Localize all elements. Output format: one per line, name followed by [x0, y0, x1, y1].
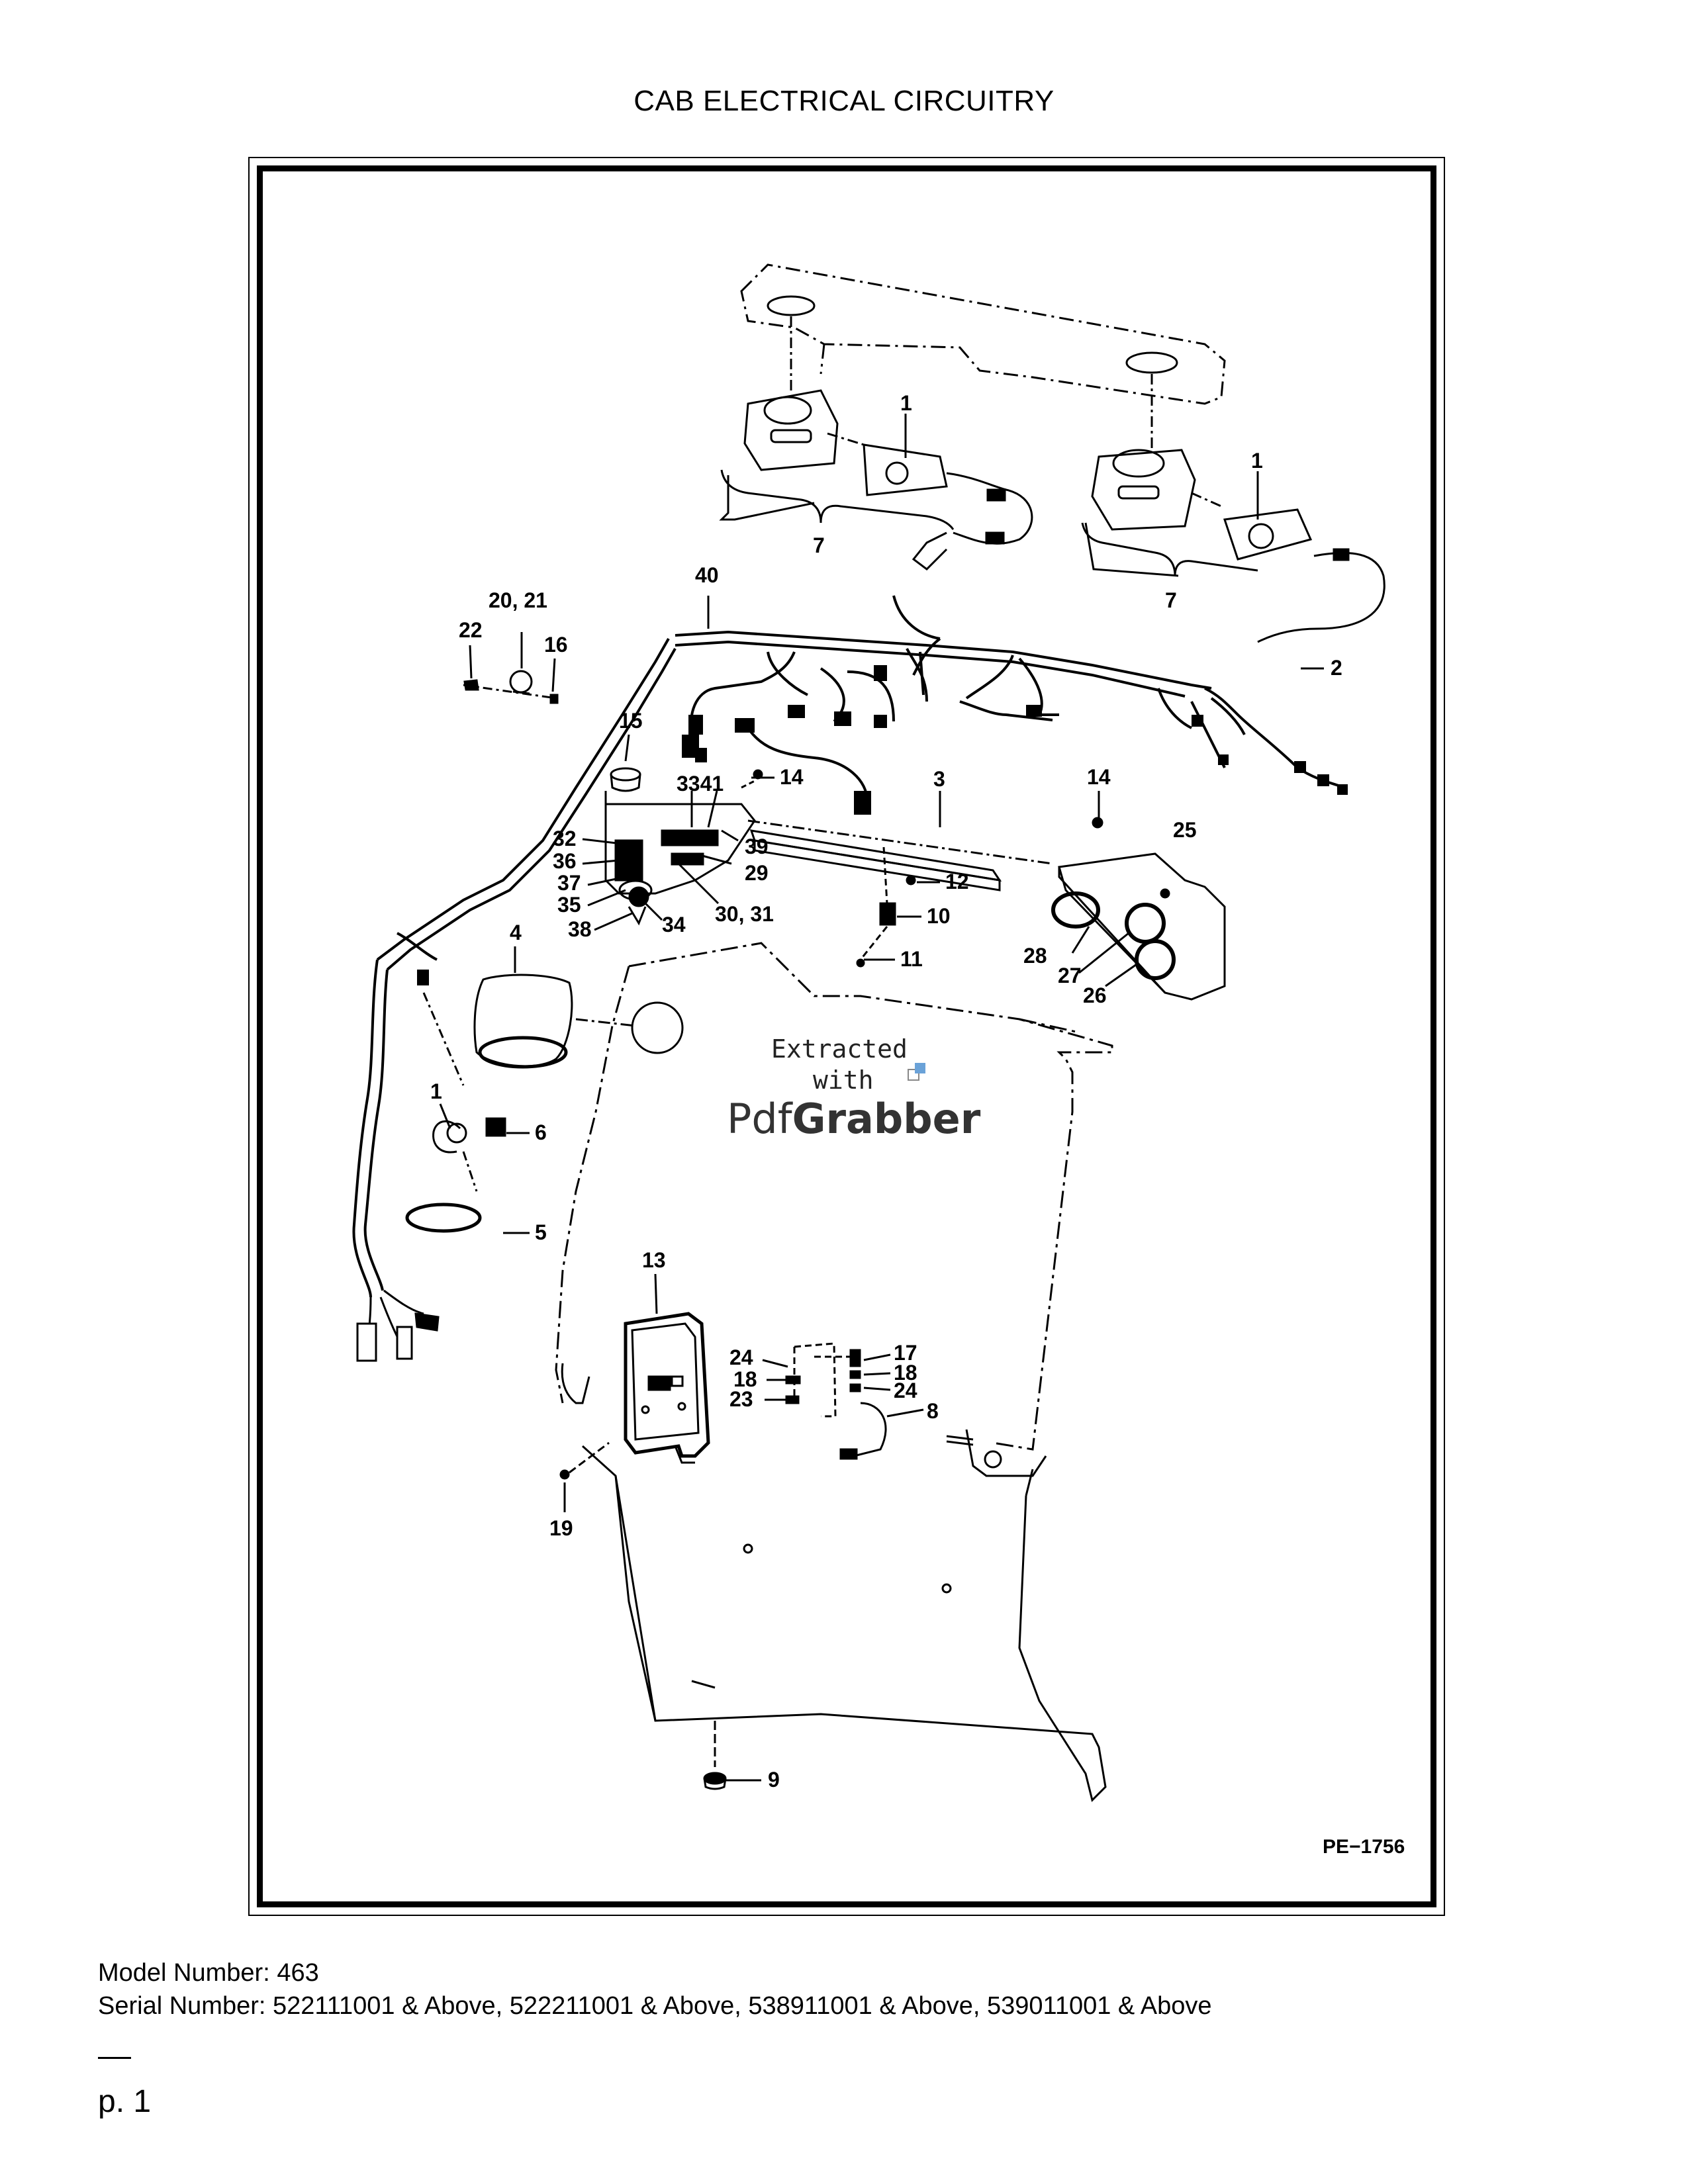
- model-number: Model Number: 463: [98, 1959, 319, 1987]
- watermark-logo-icon: [908, 1069, 919, 1081]
- watermark-brand-a: Pdf: [727, 1095, 794, 1143]
- callout-3: 3: [933, 767, 945, 791]
- callout-2: 2: [1331, 656, 1342, 680]
- clip-fastener-assembly: [463, 670, 559, 704]
- callout-15: 15: [619, 709, 643, 733]
- callout-12: 12: [945, 870, 969, 893]
- callout-24: 24: [729, 1345, 753, 1369]
- cab-lower-panel: [561, 1363, 1107, 1802]
- dome-light-assembly-left: [720, 389, 1033, 570]
- cab-rear-panel: [555, 942, 1113, 1451]
- ground-hardware: [785, 1342, 887, 1460]
- callout-18: 18: [733, 1367, 757, 1391]
- main-wiring-harness: [352, 595, 1344, 1298]
- callout-1: 1: [1251, 449, 1263, 473]
- callout-27: 27: [1058, 964, 1082, 987]
- hardware-10-11-12: [741, 769, 1103, 968]
- harness-end-connectors-lower: [356, 1289, 440, 1362]
- callout-10: 10: [927, 904, 951, 928]
- callout-26: 26: [1083, 983, 1107, 1007]
- callout-25: 25: [1173, 818, 1197, 842]
- callout-14: 14: [1087, 765, 1111, 789]
- page-number: p. 1: [98, 2084, 152, 2119]
- callout-22: 22: [459, 618, 483, 642]
- watermark-logo-icon: [915, 1063, 925, 1073]
- diagram-frame: [257, 165, 1436, 1907]
- callout-11: 11: [900, 947, 923, 971]
- controller-module-13: [559, 1273, 710, 1480]
- callout-1: 1: [900, 391, 912, 415]
- callout-35: 35: [557, 893, 581, 917]
- lamp-assembly-left: [405, 992, 506, 1233]
- page-title: CAB ELECTRICAL CIRCUITRY: [633, 85, 1055, 117]
- callout-4: 4: [510, 921, 522, 944]
- diagram-frame-outer: [248, 157, 1445, 1916]
- callout-37: 37: [557, 871, 581, 895]
- harness-connectors: [417, 665, 1348, 985]
- callout-labels: 1 1 1 2 3 4 5 6 7 7 8 9 10 11 12 13 14 1…: [430, 391, 1405, 1858]
- callout-7: 7: [1165, 588, 1177, 612]
- watermark-line-1: Extracted: [771, 1034, 908, 1064]
- work-light-housing-4: [473, 974, 684, 1069]
- callout-38: 38: [568, 917, 592, 941]
- callout-9: 9: [768, 1768, 780, 1792]
- callout-13: 13: [642, 1248, 666, 1272]
- callout-5: 5: [535, 1220, 547, 1244]
- callout-32: 32: [553, 827, 577, 850]
- dome-opening-right: [1125, 351, 1178, 374]
- mounting-rail-3: [747, 819, 1053, 891]
- callout-34: 34: [662, 913, 686, 936]
- callout-7: 7: [813, 533, 825, 557]
- callout-30-31: 30, 31: [715, 902, 774, 926]
- callout-28: 28: [1023, 944, 1047, 968]
- extractor-watermark: Extracted with PdfGrabber: [727, 1034, 981, 1143]
- footer-rule: [98, 2057, 131, 2059]
- dome-opening-left: [767, 295, 816, 316]
- callout-23: 23: [729, 1387, 753, 1411]
- callout-40: 40: [695, 563, 719, 587]
- callout-29: 29: [745, 861, 769, 885]
- leader-lines: [439, 414, 1324, 1782]
- callout-14: 14: [780, 765, 804, 789]
- watermark-brand: PdfGrabber: [727, 1095, 981, 1143]
- callout-19: 19: [549, 1516, 573, 1540]
- callout-33-41: 3341: [677, 772, 724, 796]
- callout-16: 16: [544, 633, 568, 657]
- callout-6: 6: [535, 1120, 547, 1144]
- callout-39: 39: [745, 835, 769, 858]
- dome-light-assembly-right: [1081, 449, 1385, 643]
- callout-8: 8: [927, 1399, 939, 1423]
- callout-20-21: 20, 21: [489, 588, 547, 612]
- watermark-line-2: with: [813, 1066, 874, 1095]
- headliner-panel: [740, 263, 1226, 405]
- figure-code: PE−1756: [1323, 1836, 1405, 1858]
- callout-1: 1: [430, 1079, 442, 1103]
- serial-number: Serial Number: 522111001 & Above, 522211…: [98, 1992, 1212, 2020]
- callout-17: 17: [894, 1341, 917, 1365]
- drain-plug-9: [703, 1721, 727, 1790]
- plug-15: [610, 767, 641, 792]
- callout-36: 36: [553, 849, 577, 873]
- watermark-brand-b: Grabber: [792, 1095, 981, 1143]
- right-console-25: [1051, 852, 1226, 1001]
- callout-18: 18: [894, 1361, 917, 1385]
- callout-24: 24: [894, 1379, 917, 1402]
